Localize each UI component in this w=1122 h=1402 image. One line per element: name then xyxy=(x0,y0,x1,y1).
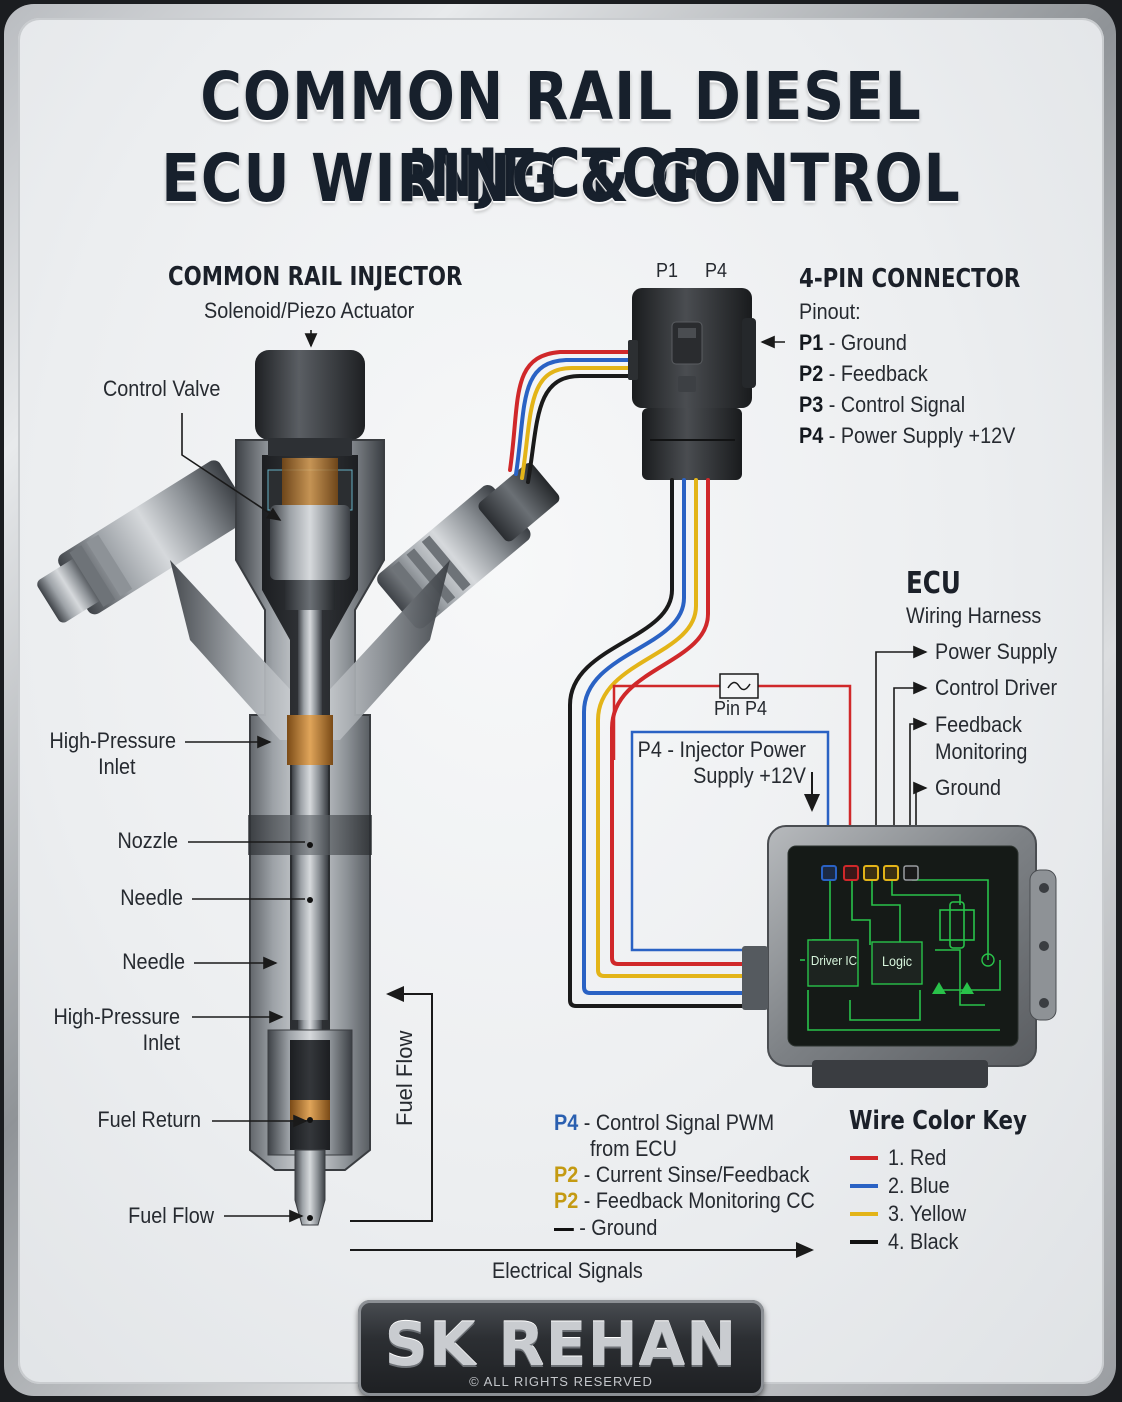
ecu-output-feedback: Feedback Monitoring xyxy=(935,712,1028,764)
four-pin-connector xyxy=(628,288,756,480)
label-p4-power: P4 - Injector Power Supply +12V xyxy=(637,737,806,788)
ecu-output-power-supply: Power Supply xyxy=(935,639,1058,664)
wire-key-heading: Wire Color Key xyxy=(849,1106,1027,1136)
ecu-heading: ECU xyxy=(906,566,961,601)
pinout-title: Pinout: xyxy=(799,299,861,324)
wire-key-yellow: 3. Yellow xyxy=(888,1201,967,1226)
wire-key-blue: 2. Blue xyxy=(888,1173,950,1198)
wire-key-lines xyxy=(850,1156,878,1244)
wire-key-black: 4. Black xyxy=(888,1229,959,1254)
ecu-chip-driver: Driver IC xyxy=(810,953,858,968)
title-line-2: ECU WIRING & CONTROL xyxy=(161,140,961,217)
label-nozzle: Nozzle xyxy=(117,828,178,853)
signal-item-3: P2 - Feedback Monitoring CC xyxy=(554,1188,815,1213)
injector-subheading: Solenoid/Piezo Actuator xyxy=(204,298,415,323)
label-pin-p4: Pin P4 xyxy=(714,698,768,720)
connector-pin-p1: P1 xyxy=(656,260,679,282)
pinout-p1: P1 - Ground xyxy=(799,330,907,355)
label-needle-1: Needle xyxy=(120,885,183,910)
connector-heading: 4-PIN CONNECTOR xyxy=(799,264,1021,294)
ecu-unit xyxy=(742,825,1057,1088)
injector-heading: COMMON RAIL INJECTOR xyxy=(168,262,463,292)
label-needle-2: Needle xyxy=(122,949,185,974)
ecu-chip-logic: Logic xyxy=(881,953,913,969)
ecu-output-ground: Ground xyxy=(935,775,1002,800)
ecu-output-control-driver: Control Driver xyxy=(935,675,1058,700)
wire-key-red: 1. Red xyxy=(888,1145,947,1170)
signal-item-4: - Ground xyxy=(554,1215,657,1241)
label-fuel-flow-tip: Fuel Flow xyxy=(128,1203,214,1228)
title-line-1: COMMON RAIL DIESEL INJECTOR xyxy=(200,58,922,212)
brand-tagline: © ALL RIGHTS RESERVED xyxy=(469,1374,653,1389)
brand-name: SK REHAN xyxy=(384,1310,738,1380)
injector-wires xyxy=(508,350,638,484)
ground-swatch xyxy=(554,1227,574,1231)
connector-pin-p4: P4 xyxy=(705,260,728,282)
harness-wires xyxy=(568,478,746,1008)
pinout-p4: P4 - Power Supply +12V xyxy=(799,423,1016,448)
fuel-flow-arrow xyxy=(350,986,433,1222)
label-electrical-signals: Electrical Signals xyxy=(492,1258,643,1283)
pinout-p3: P3 - Control Signal xyxy=(799,392,966,417)
label-control-valve: Control Valve xyxy=(103,376,221,401)
injector-leaders xyxy=(181,330,318,1223)
label-hp-inlet-1: High-Pressure Inlet xyxy=(49,728,176,779)
diagram-panel xyxy=(18,18,1104,1384)
brand-plate: SK REHAN © ALL RIGHTS RESERVED xyxy=(358,1300,764,1396)
label-fuel-return: Fuel Return xyxy=(97,1107,201,1132)
label-hp-inlet-2: High-Pressure Inlet xyxy=(53,1004,180,1055)
signal-item-2: P2 - Current Sinse/Feedback xyxy=(554,1162,810,1187)
signal-item-1: P4 - Control Signal PWM from ECU xyxy=(554,1110,775,1161)
label-fuel-flow-vertical: Fuel Flow xyxy=(392,1030,417,1126)
pinout-p2: P2 - Feedback xyxy=(799,361,928,386)
injector-body xyxy=(37,350,560,1226)
ecu-subheading: Wiring Harness xyxy=(906,603,1042,628)
